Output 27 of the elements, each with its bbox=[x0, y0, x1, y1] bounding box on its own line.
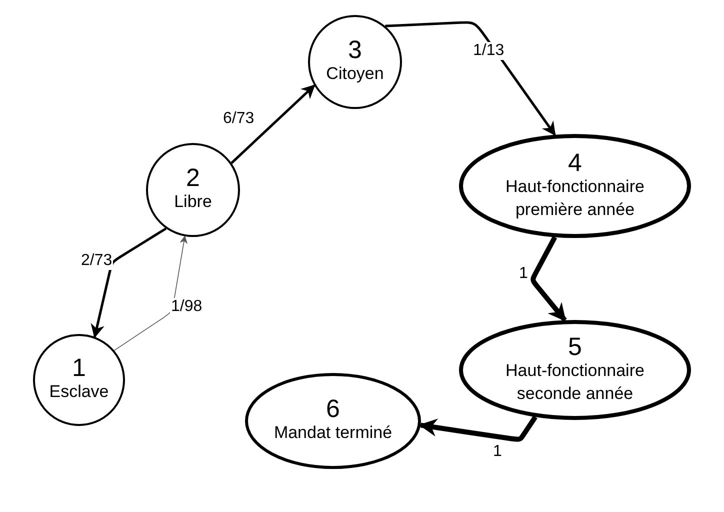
state-ellipse bbox=[459, 134, 691, 238]
edge-label: 1/98 bbox=[170, 298, 204, 316]
state-label: Mandat terminé bbox=[274, 422, 392, 444]
state-ellipse bbox=[459, 320, 691, 420]
state-number: 2 bbox=[186, 166, 200, 192]
state-label: Citoyen bbox=[326, 63, 384, 86]
state-number: 5 bbox=[568, 335, 582, 360]
arrow bbox=[418, 416, 538, 442]
state-label: Haut-fonctionnaire première année bbox=[504, 176, 646, 220]
state-number: 3 bbox=[348, 38, 362, 64]
edge-label: 1/13 bbox=[472, 42, 506, 60]
state-label: Esclave bbox=[49, 381, 109, 404]
state-circle bbox=[146, 143, 240, 237]
state-number: 1 bbox=[72, 356, 86, 382]
arrow bbox=[385, 21, 556, 136]
state-circle bbox=[33, 334, 125, 426]
state-number: 6 bbox=[326, 397, 340, 422]
state-label: Haut-fonctionnaire seconde année bbox=[504, 360, 646, 404]
arrow bbox=[230, 84, 316, 164]
arrow bbox=[114, 236, 188, 351]
state-ellipse bbox=[245, 373, 421, 469]
arrow bbox=[90, 227, 167, 338]
edge-label: 2/73 bbox=[80, 252, 114, 270]
state-label: Libre bbox=[174, 191, 212, 214]
arrow bbox=[530, 236, 567, 322]
state-number: 4 bbox=[568, 151, 582, 176]
state-circle bbox=[308, 15, 402, 109]
